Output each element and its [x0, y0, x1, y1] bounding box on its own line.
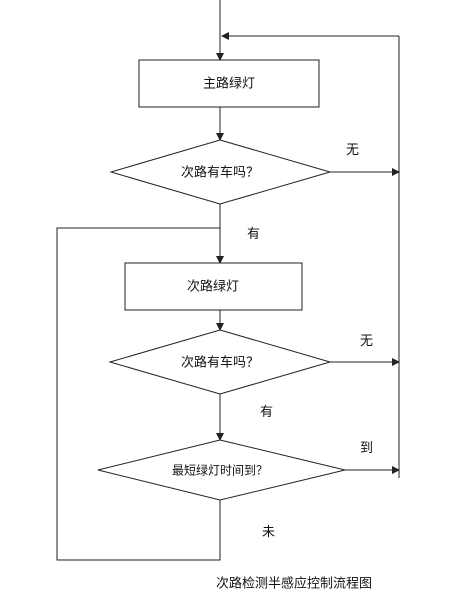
node-side-green [124, 262, 303, 311]
diagram-caption: 次路检测半感应控制流程图 [216, 576, 372, 592]
left-loop-line [56, 227, 221, 561]
node-main-green-label: 主路绿灯 [203, 76, 255, 92]
node-main-green [138, 59, 320, 108]
edge-label-d2-yes: 有 [260, 405, 273, 420]
edge-label-d3-reached: 到 [360, 441, 373, 456]
node-decision-2-label: 次路有车吗？ [181, 355, 259, 371]
edge-label-d1-no: 无 [346, 143, 359, 158]
edge-label-d1-yes: 有 [247, 227, 260, 242]
edge-label-d3-not-reached: 未 [262, 525, 275, 540]
node-decision-1-label: 次路有车吗？ [181, 165, 259, 181]
node-decision-3-label: 最短绿灯时间到？ [172, 463, 268, 478]
edge-label-d2-no: 无 [360, 334, 373, 349]
node-side-green-label: 次路绿灯 [187, 279, 239, 295]
